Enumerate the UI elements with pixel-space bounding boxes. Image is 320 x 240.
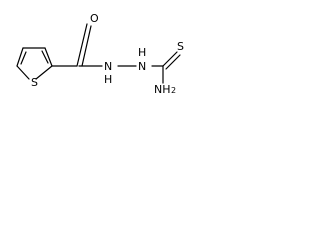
- molecule-structure: S O N H N H S NH 2: [16, 12, 184, 96]
- bond-c2-c3: [44, 47, 53, 67]
- bond-c-s-1: [162, 51, 178, 67]
- atom-h1: H: [104, 73, 112, 86]
- thiophene-ring: [16, 47, 53, 80]
- bond-c-s-2: [165, 54, 181, 70]
- atom-nh2-subscript: 2: [171, 86, 176, 95]
- bond-c2-c3-double: [41, 50, 49, 64]
- atom-h2: H: [138, 46, 146, 59]
- atom-n2: N: [138, 60, 146, 73]
- atom-n1: N: [104, 60, 112, 73]
- bond-c4-c5: [16, 47, 24, 67]
- bond-c5-s: [16, 65, 30, 80]
- atom-nh2: NH: [154, 83, 171, 96]
- carbonyl-group: [51, 23, 92, 67]
- atom-s-thione: S: [177, 40, 184, 53]
- thiourea-group: [162, 51, 181, 84]
- atom-s-ring: S: [31, 76, 38, 89]
- bond-s-c2: [35, 65, 53, 80]
- bond-carbonyl-o-1: [76, 23, 88, 67]
- bond-c4-c5-double: [20, 51, 27, 65]
- bond-carbonyl-o-2: [81, 25, 92, 67]
- atom-o: O: [90, 12, 99, 25]
